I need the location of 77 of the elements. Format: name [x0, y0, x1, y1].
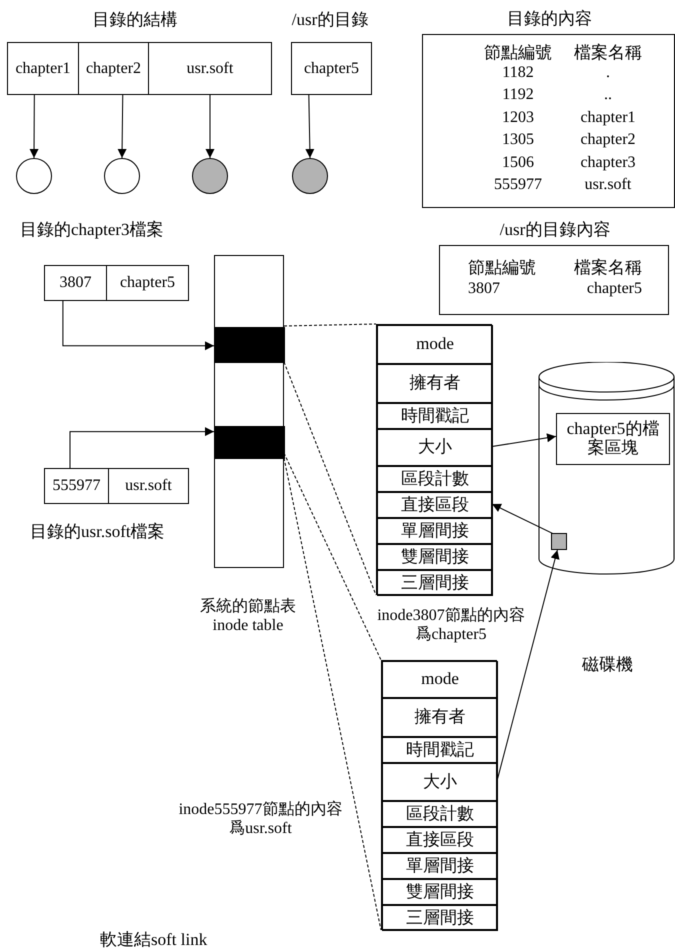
field-row: 擁有者 [377, 364, 493, 403]
arrow [70, 427, 214, 468]
column-header: 檔案名稱 [573, 257, 642, 278]
field-row: 擁有者 [382, 698, 498, 737]
table-entry: chapter5 [586, 280, 642, 299]
table-entry: 3807 [468, 280, 501, 299]
inode-circle [104, 158, 140, 194]
node-label: inode555977節點的內容爲usr.soft [178, 800, 343, 838]
table-entry: chapter3 [579, 154, 637, 172]
file-block-box: chapter5的檔案區塊 [556, 413, 670, 465]
directory-entry: chapter5 [106, 265, 189, 301]
table-entry: 1305 [501, 131, 535, 150]
directory-entry: usr.soft [108, 468, 189, 504]
field-row: 單層間接 [377, 518, 493, 544]
table-entry: 1192 [501, 86, 535, 105]
section-title: 磁碟機 [582, 654, 634, 676]
section-title: 目錄的usr.soft檔案 [30, 521, 166, 543]
directory-entry: 555977 [44, 468, 109, 504]
table-entry: 1203 [501, 108, 535, 128]
inode-circle [16, 158, 52, 194]
inode-entry-bar [215, 327, 285, 363]
section-title: 目錄的chapter3檔案 [20, 219, 165, 241]
field-row: 直接區段 [382, 827, 498, 853]
arrow [305, 94, 314, 158]
node-label: 系統的節點表 inode table [199, 597, 297, 636]
table-entry: .. [603, 86, 613, 105]
inode-structure [381, 660, 497, 930]
arrow [492, 433, 556, 447]
field-row: 三層間接 [382, 905, 498, 931]
section-title: /usr的目錄 [290, 9, 370, 31]
field-row: 區段計數 [377, 466, 493, 492]
projection-line [284, 324, 376, 326]
arrow [62, 300, 214, 350]
table-entry: 1506 [501, 154, 535, 172]
table-entry: 555977 [493, 176, 543, 195]
field-row: 大小 [382, 763, 498, 801]
field-row: mode [377, 325, 493, 364]
column-header: 節點編號 [483, 42, 553, 63]
data-block-square [551, 533, 567, 550]
projection-line [284, 458, 382, 930]
field-row: 雙層間接 [382, 879, 498, 905]
node-label: inode3807節點的內容爲chapter5 [376, 606, 526, 644]
inode-circle [292, 158, 328, 194]
directory-entry: chapter5 [291, 42, 372, 95]
directory-entry: usr.soft [148, 42, 272, 95]
column-header: 檔案名稱 [573, 42, 643, 63]
inode-structure [376, 324, 492, 595]
field-row: 直接區段 [377, 492, 493, 518]
column-header: 節點編號 [468, 257, 537, 278]
section-title: 目錄的結構 [92, 9, 178, 31]
inode-table-column [214, 255, 284, 568]
projection-line [284, 362, 376, 596]
field-row: 單層間接 [382, 853, 498, 879]
arrow [206, 94, 214, 158]
directory-entry: chapter1 [7, 42, 79, 95]
table-entry: usr.soft [584, 176, 632, 195]
table-title: 目錄的內容 [506, 8, 593, 29]
field-row: 時間戳記 [382, 737, 498, 763]
table-title: /usr的目錄內容 [498, 219, 612, 240]
directory-entry: chapter2 [78, 42, 149, 95]
table-entry: 1182 [501, 64, 535, 82]
inode-circle [192, 158, 228, 194]
field-row: mode [382, 661, 498, 698]
section-title: 軟連結soft link [100, 929, 208, 948]
directory-entry: 3807 [44, 265, 107, 301]
field-row: 區段計數 [382, 801, 498, 827]
field-row: 三層間接 [377, 570, 493, 596]
field-row: 時間戳記 [377, 403, 493, 429]
arrow [492, 504, 554, 534]
table-entry: . [605, 64, 611, 82]
field-row: 雙層間接 [377, 544, 493, 570]
table-entry: chapter1 [579, 108, 637, 128]
arrow [30, 94, 39, 158]
inode-entry-bar [215, 426, 285, 459]
field-row: 大小 [377, 429, 493, 466]
arrow [118, 94, 127, 158]
table-entry: chapter2 [579, 131, 637, 150]
